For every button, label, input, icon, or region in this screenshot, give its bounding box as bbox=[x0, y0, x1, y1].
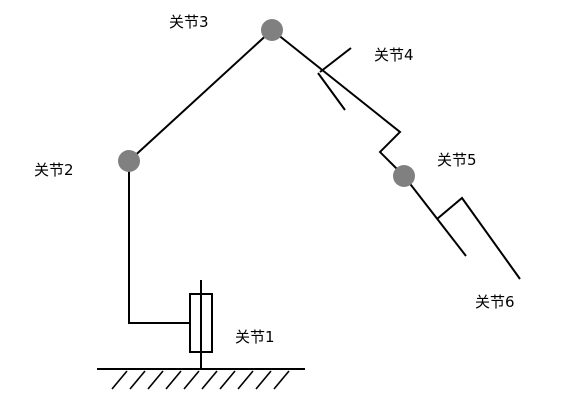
joint2-label: 关节2 bbox=[34, 161, 74, 179]
joint1-symbol bbox=[189, 280, 213, 369]
joint5-label: 关节5 bbox=[437, 151, 477, 169]
wrist-lower-line bbox=[403, 175, 467, 257]
ground-hatching bbox=[111, 370, 290, 390]
link-base-to-joint2 bbox=[128, 161, 190, 324]
joint4-bracket-side bbox=[317, 72, 346, 111]
joint3-label: 关节3 bbox=[169, 13, 209, 31]
link-joint2-to-joint3 bbox=[128, 29, 273, 162]
joint4-label: 关节4 bbox=[374, 46, 414, 64]
ground-base bbox=[97, 368, 305, 390]
upper-forearm-path bbox=[271, 29, 405, 177]
joint5-node bbox=[393, 165, 415, 187]
joint3-node bbox=[261, 19, 283, 41]
joint4-symbol bbox=[317, 72, 346, 111]
joint2-node bbox=[118, 150, 140, 172]
joint1-label: 关节1 bbox=[235, 328, 275, 346]
link-joint3-to-joint5 bbox=[271, 29, 405, 177]
joint4-bracket-top bbox=[319, 47, 352, 73]
joint6-bracket bbox=[436, 196, 521, 280]
joint6-label: 关节6 bbox=[475, 293, 515, 311]
link-joint5-to-joint6 bbox=[403, 175, 521, 280]
